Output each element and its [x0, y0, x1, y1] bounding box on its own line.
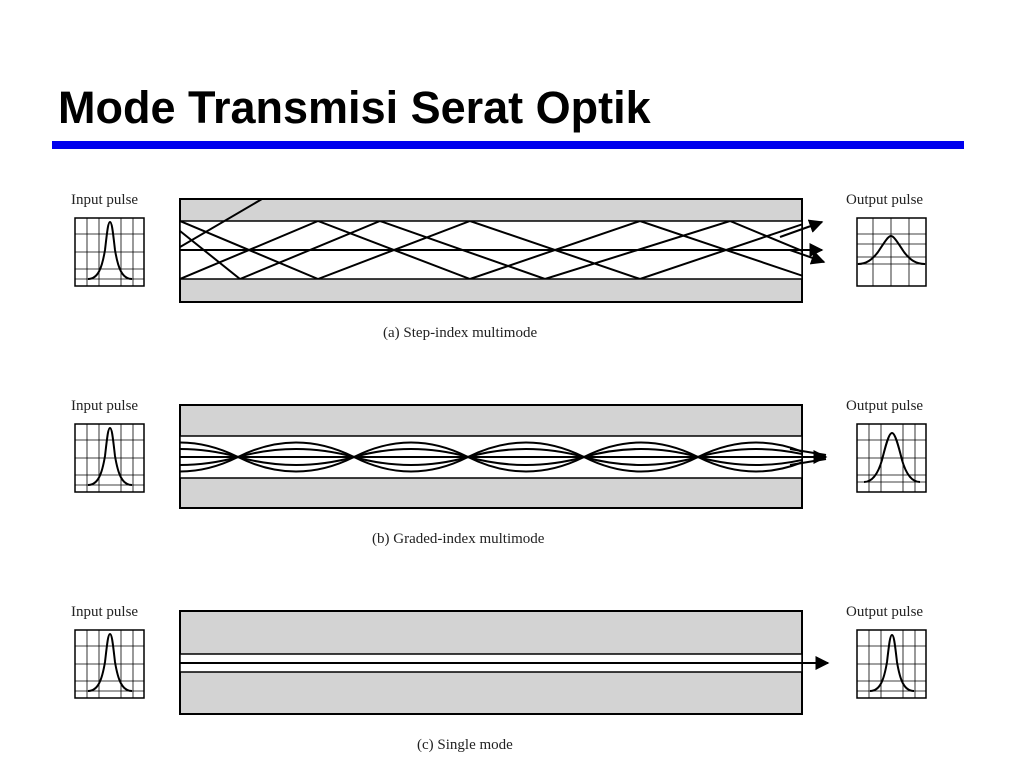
- caption-step-index: (a) Step-index multimode: [383, 325, 538, 341]
- input-pulse-label-a: Input pulse: [71, 192, 139, 208]
- output-pulse-box-c: [856, 629, 927, 699]
- output-pulse-label-b: Output pulse: [846, 398, 924, 414]
- input-pulse-box-c: [74, 629, 145, 699]
- output-pulse-label-a: Output pulse: [846, 192, 924, 208]
- output-pulse-label-c: Output pulse: [846, 604, 924, 620]
- input-pulse-label-c: Input pulse: [71, 604, 139, 620]
- input-pulse-box-a: [74, 217, 145, 287]
- input-pulse-label-b: Input pulse: [71, 398, 139, 414]
- output-pulse-box-b: [856, 423, 927, 493]
- title-underline: [52, 141, 964, 149]
- output-pulse-box-a: [856, 217, 927, 287]
- fiber-step-index: [179, 198, 826, 303]
- input-pulse-box-b: [74, 423, 145, 493]
- caption-graded-index: (b) Graded-index multimode: [372, 531, 545, 547]
- fiber-graded-index: [179, 404, 828, 509]
- caption-single-mode: (c) Single mode: [417, 737, 513, 753]
- slide-title: Mode Transmisi Serat Optik: [58, 82, 651, 133]
- fiber-single-mode: [179, 610, 830, 715]
